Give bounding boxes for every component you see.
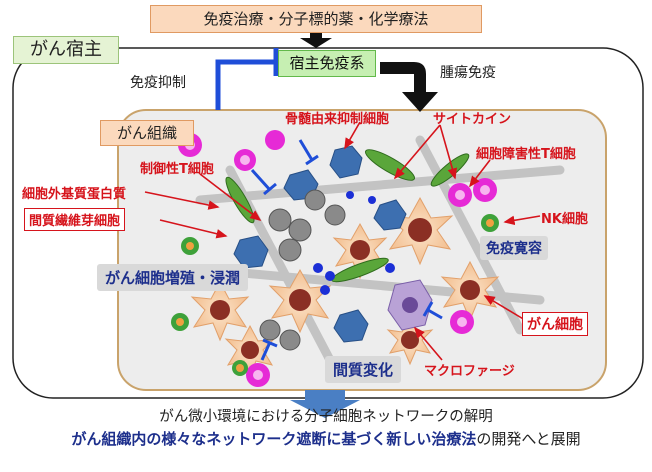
therapy-banner: 免疫治療・分子標的薬・化学療法: [150, 5, 482, 33]
inhibition-markers: [250, 139, 443, 361]
stromal-change-label: 間質変化: [325, 356, 402, 383]
bottom-line-2: がん組織内の様々なネットワーク遮断に基づく新しい治療法の開発へと展開: [0, 428, 652, 449]
macrophage-cell: [387, 279, 433, 331]
immune-suppression-line: [215, 59, 276, 110]
bottom-line-1: がん微小環境における分子細胞ネットワークの解明: [159, 409, 493, 425]
cytotoxic-t-label: 細胞障害性T細胞: [476, 147, 576, 162]
tumor-immunity-label: 腫瘍免疫: [440, 65, 496, 81]
host-label: がん宿主: [13, 36, 119, 64]
cancer-cells: [190, 196, 500, 378]
title-down-arrow: [300, 30, 332, 48]
label-arrows: [144, 121, 541, 361]
immune-suppression-label: 免疫抑制: [130, 75, 186, 91]
bottom-down-arrow: [290, 390, 360, 418]
bottom-line-2-bold: がん組織内の様々なネットワーク遮断に基づく新しい治療法: [71, 430, 477, 448]
ecm-label: 細胞外基質蛋白質: [22, 187, 127, 202]
bottom-line-2-rest: の開発へと展開: [476, 430, 581, 448]
immune-cells: [171, 130, 499, 387]
mdsc-label: 骨髄由来抑制細胞: [285, 112, 390, 127]
nk-label: NK細胞: [541, 212, 588, 227]
macrophage-label: マクロファージ: [424, 364, 515, 379]
proliferation-label: がん細胞増殖・浸潤: [97, 264, 249, 291]
tumor-immunity-arrow: [380, 62, 438, 112]
grey-cells: [259, 189, 346, 351]
cancer-cell-label: がん細胞: [522, 312, 588, 336]
cytokine-label: サイトカイン: [433, 112, 512, 127]
treg-label: 制御性T細胞: [140, 162, 214, 177]
host-immune-label: 宿主免疫系: [278, 50, 376, 77]
immune-tolerance-label: 免疫寛容: [480, 236, 548, 260]
tissue-label: がん組織: [100, 120, 194, 146]
fibroblast-label: 間質繊維芽細胞: [24, 208, 126, 231]
cytokine-dots: [313, 191, 395, 295]
